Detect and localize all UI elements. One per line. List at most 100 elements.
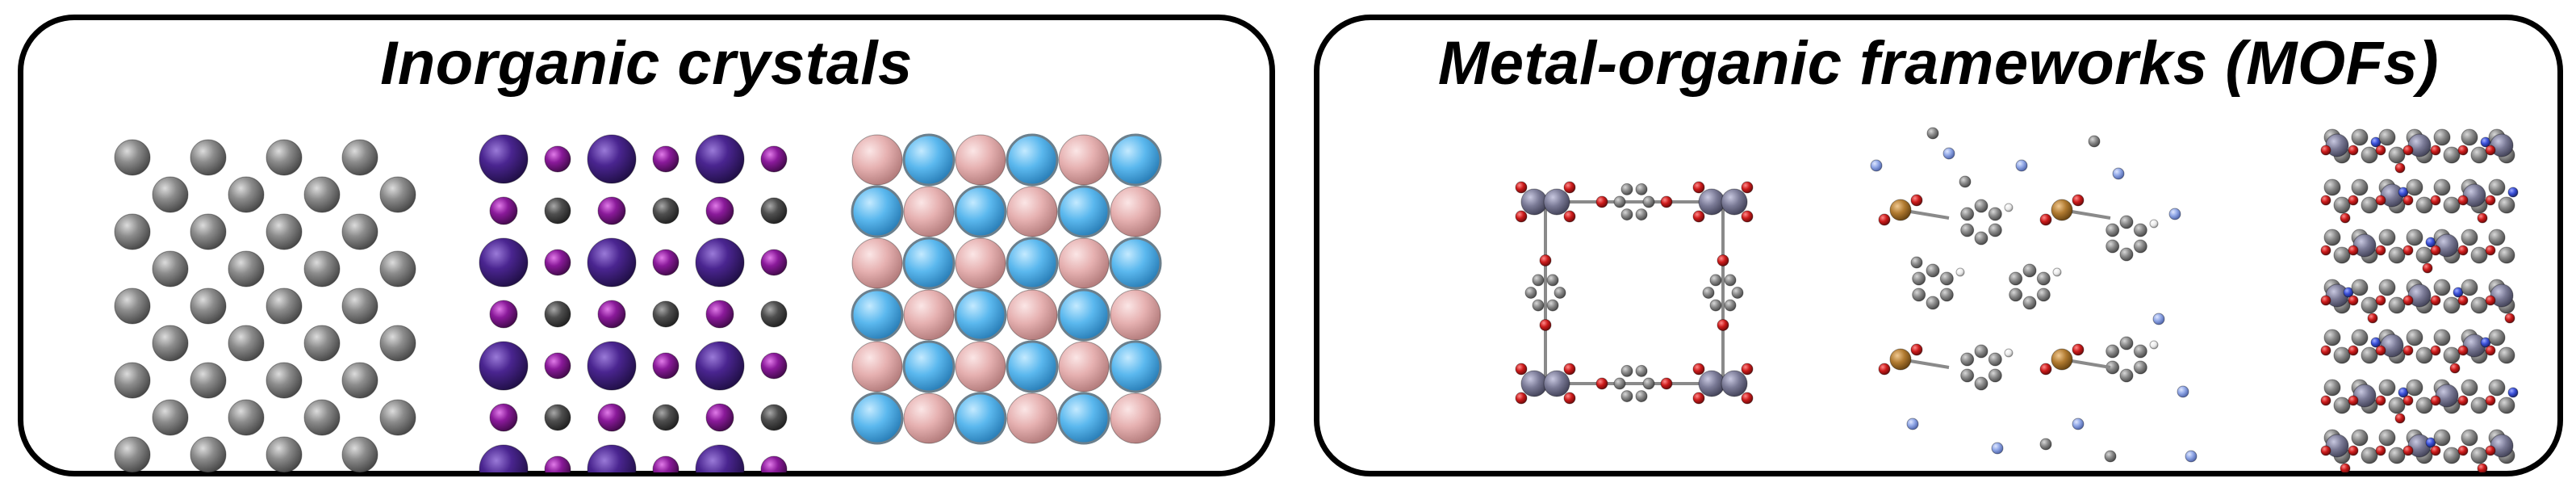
oxygen-atom xyxy=(2340,463,2351,472)
oxygen-atom xyxy=(2402,395,2414,406)
copper-atom xyxy=(2051,199,2073,221)
carbon-atom xyxy=(2119,368,2134,383)
carbon-atom xyxy=(1642,195,1655,208)
carbon-atom xyxy=(2433,279,2451,296)
carbon-atom xyxy=(2498,196,2515,214)
carbon-atom xyxy=(2415,196,2433,214)
oxygen-atom xyxy=(2402,145,2414,156)
grey-atom xyxy=(114,287,151,325)
purple-large-atom xyxy=(695,444,745,472)
pink-atom xyxy=(955,134,1006,186)
hydrogen-atom xyxy=(2004,203,2014,212)
pink-atom xyxy=(851,237,903,289)
pink-atom xyxy=(1110,186,1161,237)
carbon-atom xyxy=(2433,128,2451,146)
dark-grey-small-atom xyxy=(652,404,680,431)
carbon-atom xyxy=(2406,178,2423,196)
mof-structure-2 xyxy=(1870,127,2198,463)
carbon-atom xyxy=(2361,146,2378,164)
carbon-atom xyxy=(1960,368,1975,383)
carbon-atom xyxy=(2323,329,2341,346)
oxygen-atom xyxy=(1563,392,1576,405)
carbon-atom xyxy=(2104,450,2117,463)
oxygen-atom xyxy=(2457,245,2469,256)
oxygen-atom xyxy=(2430,195,2441,206)
carbon-atom xyxy=(2361,346,2378,364)
blue-atom xyxy=(1057,288,1110,342)
carbon-atom xyxy=(2388,296,2406,314)
carbon-atom xyxy=(2119,215,2134,229)
magenta-small-atom xyxy=(705,403,734,432)
oxygen-atom xyxy=(2375,445,2386,456)
grey-atom xyxy=(341,362,378,399)
pink-atom xyxy=(955,237,1006,289)
hydrogen-atom xyxy=(2004,348,2014,358)
blue-atom xyxy=(902,133,956,187)
carbon-atom xyxy=(2351,178,2369,196)
magenta-small-atom xyxy=(489,403,518,432)
oxygen-atom xyxy=(1910,343,1923,356)
purple-large-atom xyxy=(695,341,745,391)
pink-atom xyxy=(903,392,955,444)
dark-grey-small-atom xyxy=(760,197,788,225)
carbon-atom xyxy=(2498,246,2515,264)
dark-grey-small-atom xyxy=(760,404,788,431)
carbon-atom xyxy=(2323,229,2341,246)
carbon-atom xyxy=(2498,397,2515,414)
oxygen-atom xyxy=(2430,245,2441,256)
blue-atom xyxy=(1006,237,1059,290)
grey-atom xyxy=(190,287,227,325)
oxygen-atom xyxy=(1878,213,1891,226)
oxygen-atom xyxy=(1515,363,1528,376)
pink-atom xyxy=(1110,392,1161,444)
carbon-atom xyxy=(1988,223,2002,237)
inorganic-crystals-illustration xyxy=(114,133,1162,472)
blue-atom xyxy=(1109,237,1162,290)
grey-atom xyxy=(152,399,189,436)
carbon-atom xyxy=(2378,128,2396,146)
mofs-panel: Metal-organic frameworks (MOFs) xyxy=(1314,15,2563,476)
oxygen-atom xyxy=(2457,445,2469,456)
carbon-atom xyxy=(2461,429,2478,447)
oxygen-atom xyxy=(2485,295,2496,306)
oxygen-atom xyxy=(2375,295,2386,306)
grey-atom xyxy=(379,325,416,362)
oxygen-atom xyxy=(2485,395,2496,406)
grey-atom xyxy=(341,436,378,472)
carbon-atom xyxy=(1974,344,1988,359)
metal-atom xyxy=(1543,370,1570,397)
carbon-atom xyxy=(1959,175,1972,188)
oxygen-atom xyxy=(2039,213,2052,226)
carbon-atom xyxy=(1635,364,1648,377)
magenta-small-atom xyxy=(597,403,626,432)
carbon-atom xyxy=(2361,296,2378,314)
oxygen-atom xyxy=(2394,413,2406,424)
carbon-atom xyxy=(2039,438,2052,451)
magenta-small-atom xyxy=(652,249,680,276)
carbon-atom xyxy=(1974,231,1988,246)
carbon-atom xyxy=(1939,271,1954,286)
carbon-atom xyxy=(1731,287,1744,299)
carbon-atom xyxy=(2351,429,2369,447)
grey-atom xyxy=(266,139,303,176)
carbon-atom xyxy=(1546,299,1559,312)
purple-large-atom xyxy=(479,341,529,391)
ligand-atom xyxy=(2185,450,2198,463)
magenta-small-atom xyxy=(597,300,626,329)
oxygen-atom xyxy=(1692,210,1705,223)
oxygen-atom xyxy=(2367,313,2378,324)
carbon-atom xyxy=(2009,271,2023,286)
carbon-atom xyxy=(1709,299,1722,312)
carbon-atom xyxy=(2443,346,2461,364)
carbon-atom xyxy=(1912,271,1926,286)
grey-atom xyxy=(266,362,303,399)
mofs-illustration xyxy=(1515,127,2519,472)
oxygen-atom xyxy=(2348,145,2359,156)
oxygen-atom xyxy=(2348,345,2359,356)
carbon-atom xyxy=(2433,429,2451,447)
carbon-atom xyxy=(1988,368,2002,383)
carbon-atom xyxy=(2415,246,2433,264)
oxygen-atom xyxy=(2485,145,2496,156)
carbon-atom xyxy=(2106,239,2120,254)
oxygen-atom xyxy=(2320,345,2331,356)
